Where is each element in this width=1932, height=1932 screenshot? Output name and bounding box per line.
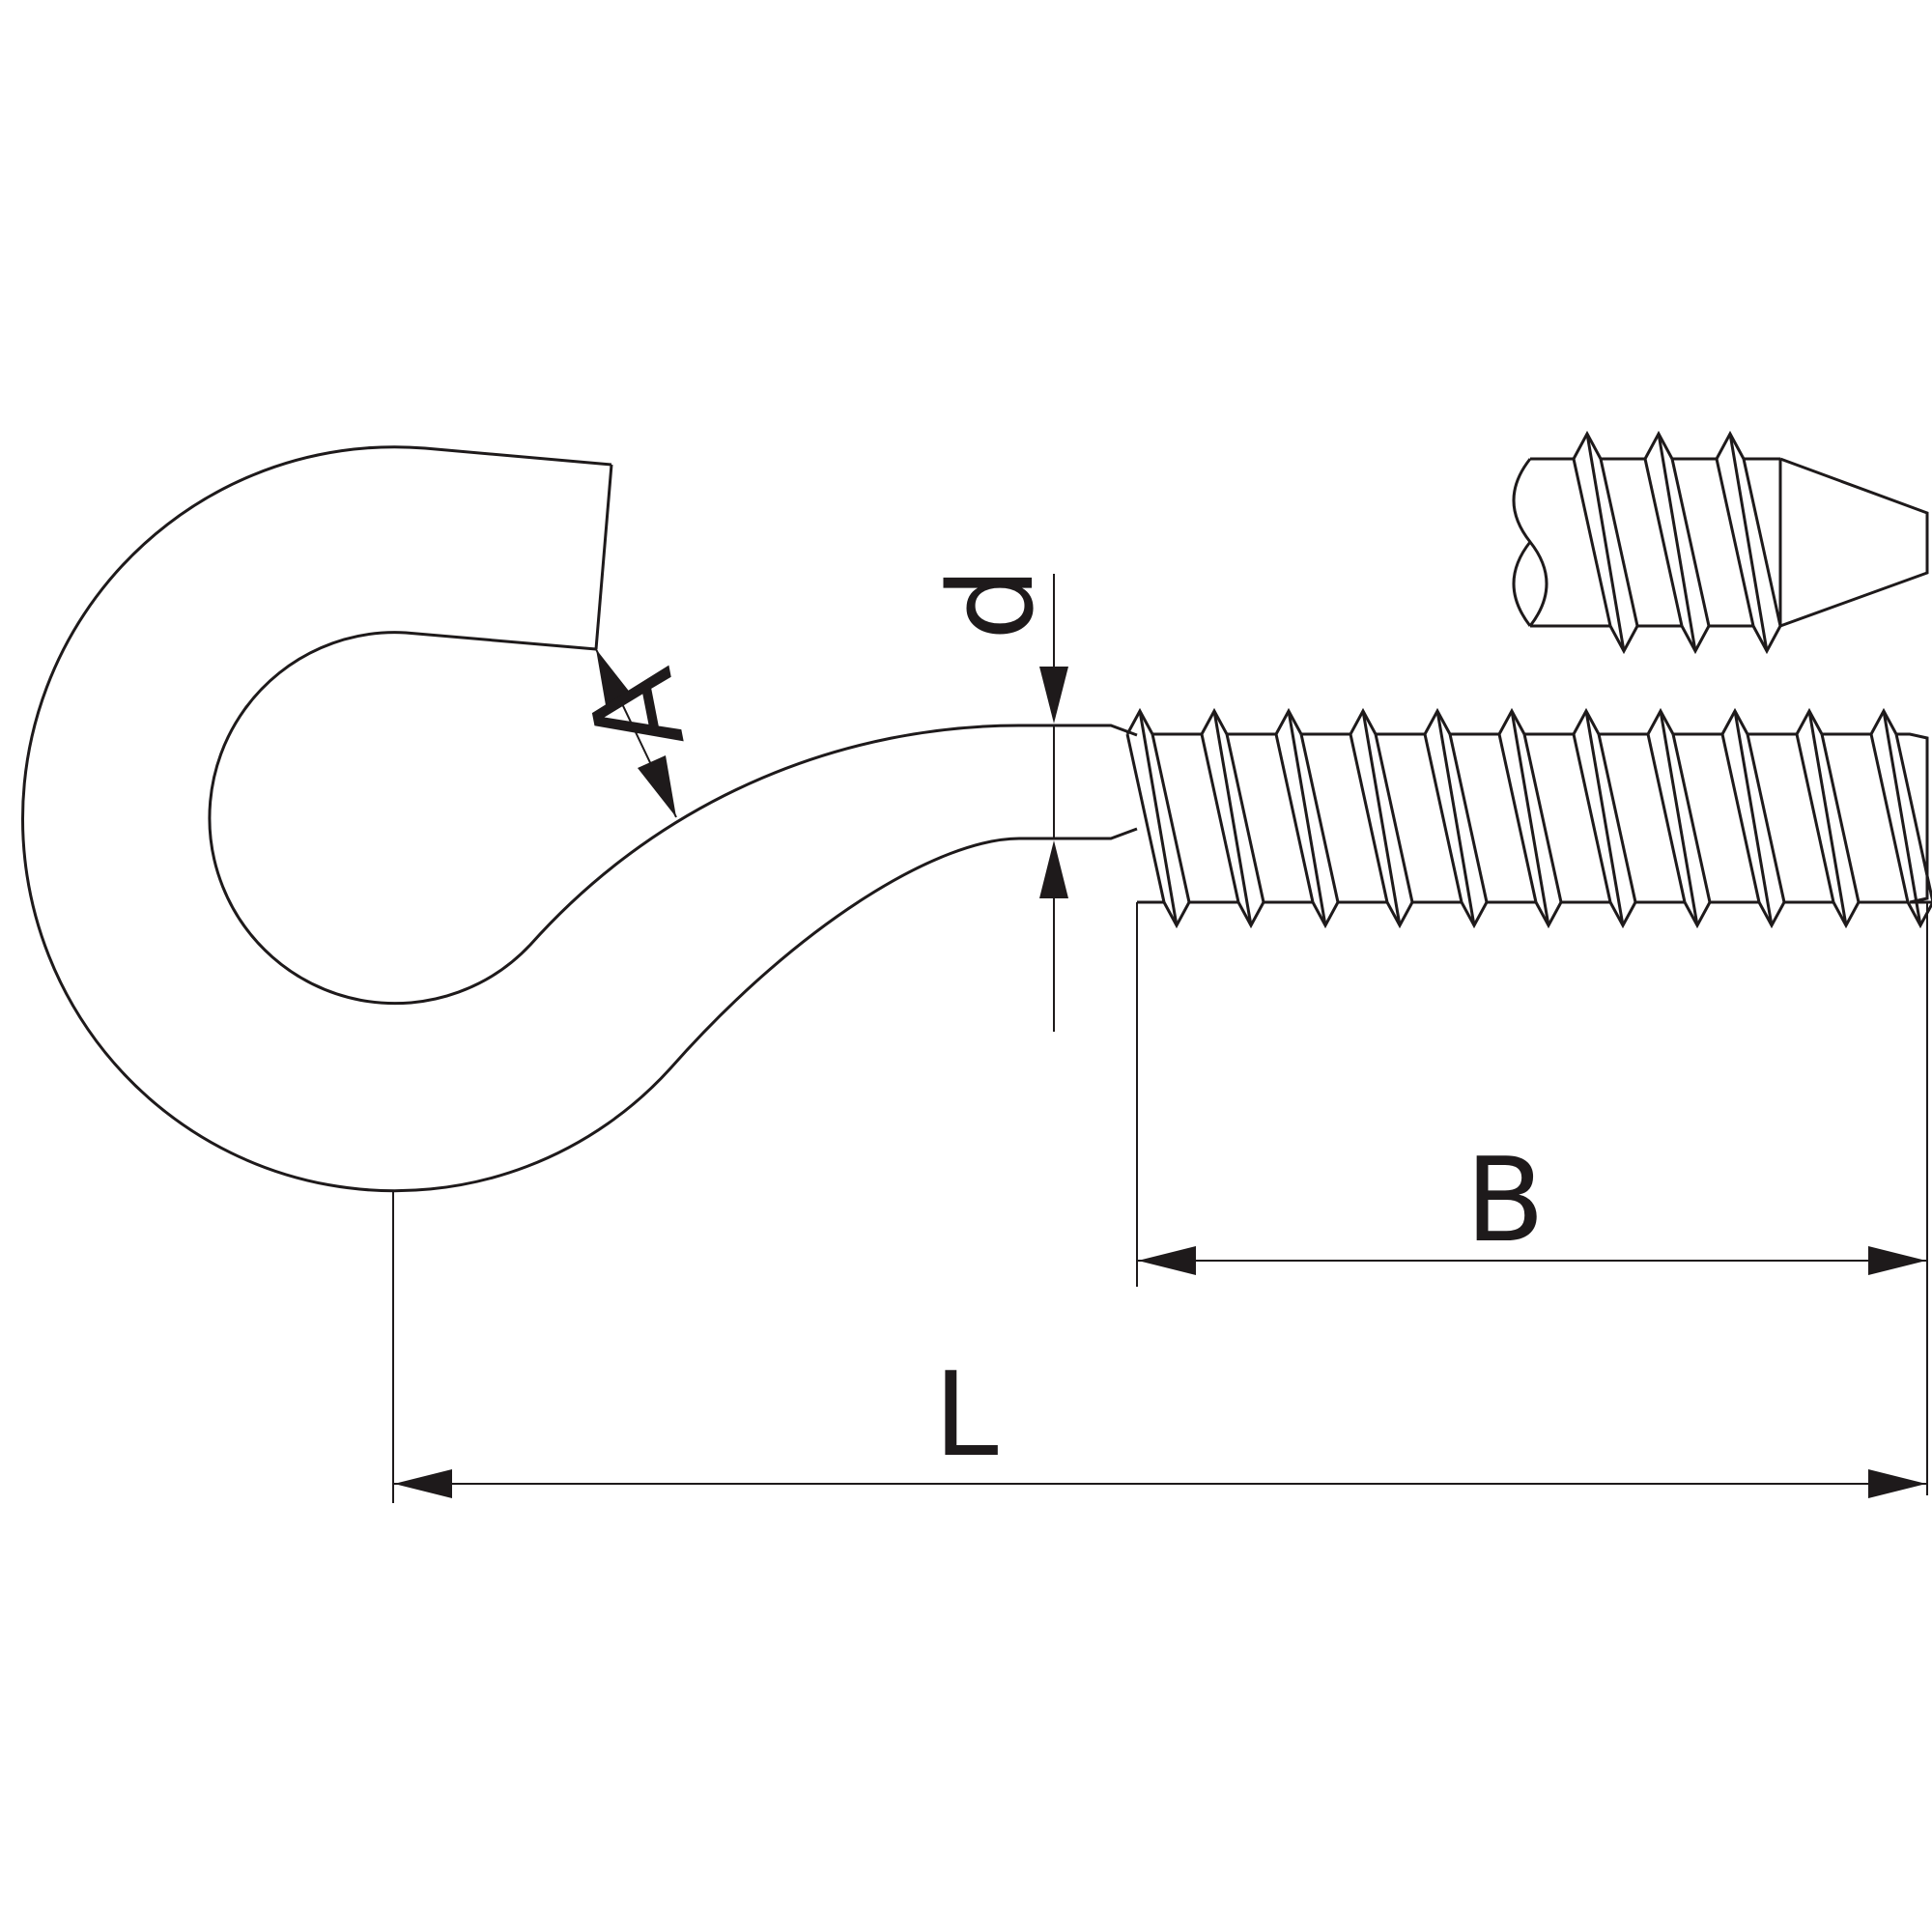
thread-flank: [1423, 733, 1463, 903]
thread-flank: [1274, 733, 1315, 903]
detail-cone-tip: [1779, 457, 1929, 628]
hook-outer-contour: [21, 445, 1138, 1193]
thread-flank-inner: [1584, 710, 1625, 926]
dimension-d: d: [925, 567, 1068, 1032]
threaded-section: [1125, 707, 1932, 929]
thread-flank-inner: [1212, 710, 1253, 926]
thread-flank: [1497, 733, 1538, 903]
dimension-B: B: [1136, 902, 1928, 1495]
thread-flank: [1671, 733, 1712, 903]
thread-flank: [1374, 733, 1414, 903]
dimension-L-arrow-left: [394, 1469, 452, 1498]
thread-flank: [1522, 733, 1563, 903]
thread-flank: [1225, 733, 1265, 903]
detail-flank: [1670, 458, 1711, 627]
detail-flank-inner: [1585, 433, 1626, 652]
detail-flank: [1599, 458, 1639, 627]
thread-flank-inner: [1807, 710, 1848, 926]
dimension-B-arrow-left: [1138, 1246, 1196, 1275]
thread-flank-inner: [1733, 710, 1774, 926]
hook-outline: [21, 445, 1138, 1193]
thread-flank-inner: [1659, 710, 1699, 926]
dimension-L: L: [392, 1190, 1927, 1503]
dimension-L-arrow-right: [1868, 1469, 1926, 1498]
dimension-d-arrow-top: [1039, 667, 1068, 724]
detail-flank: [1572, 458, 1612, 627]
thread-flank-inner: [1435, 710, 1476, 926]
detail-flank: [1742, 458, 1782, 627]
detail-break-line: [1512, 541, 1532, 627]
thread-flank: [1597, 733, 1637, 903]
thread-flank: [1572, 733, 1612, 903]
thread-flank: [1151, 733, 1191, 903]
thread-flank-inner: [1361, 710, 1402, 926]
detail-flank: [1715, 458, 1755, 627]
thread-flank: [1746, 733, 1786, 903]
thread-flank: [1448, 733, 1489, 903]
thread-flank: [1200, 733, 1240, 903]
dimension-A-arrow-bottom: [638, 755, 676, 817]
dimension-L-label: L: [934, 1349, 999, 1483]
dimension-d-arrow-bottom: [1039, 840, 1068, 898]
dimension-A-label: A: [564, 659, 711, 762]
dimension-A: A: [564, 648, 711, 818]
hook-inner-contour: [208, 631, 1138, 1006]
thread-flank: [1646, 733, 1687, 903]
thread-flank-inner: [1882, 710, 1922, 926]
thread-flank: [1795, 733, 1835, 903]
detail-flank-inner: [1728, 433, 1769, 652]
thread-flank: [1299, 733, 1340, 903]
thread-flank-inner: [1287, 710, 1327, 926]
thread-tip-detail: [1512, 430, 1929, 655]
thread-flank-inner: [1510, 710, 1550, 926]
thread-flank: [1125, 733, 1166, 903]
dimension-A-arrow-top: [596, 649, 635, 711]
thread-tip-end: [1896, 732, 1932, 904]
dimension-B-arrow-right: [1868, 1246, 1926, 1275]
thread-flank: [1820, 733, 1861, 903]
hook-tip-face: [594, 464, 613, 650]
detail-flank: [1643, 458, 1684, 627]
thread-flank-inner: [1138, 710, 1179, 926]
thread-flank: [1869, 733, 1910, 903]
detail-flank-inner: [1657, 433, 1697, 652]
dimension-B-label: B: [1465, 1134, 1545, 1268]
thread-flank: [1720, 733, 1761, 903]
thread-flank: [1349, 733, 1389, 903]
dimension-d-label: d: [925, 567, 1060, 640]
